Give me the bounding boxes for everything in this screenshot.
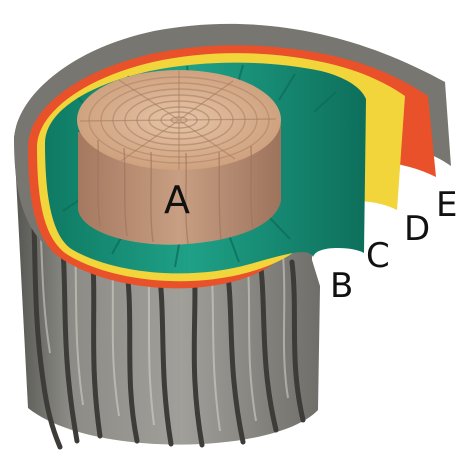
heartwood-label: A [164, 178, 190, 222]
phloem-label: D [404, 209, 430, 249]
bark-label: E [436, 185, 457, 225]
sapwood-label: B [330, 266, 353, 306]
cambium-label: C [366, 236, 390, 276]
